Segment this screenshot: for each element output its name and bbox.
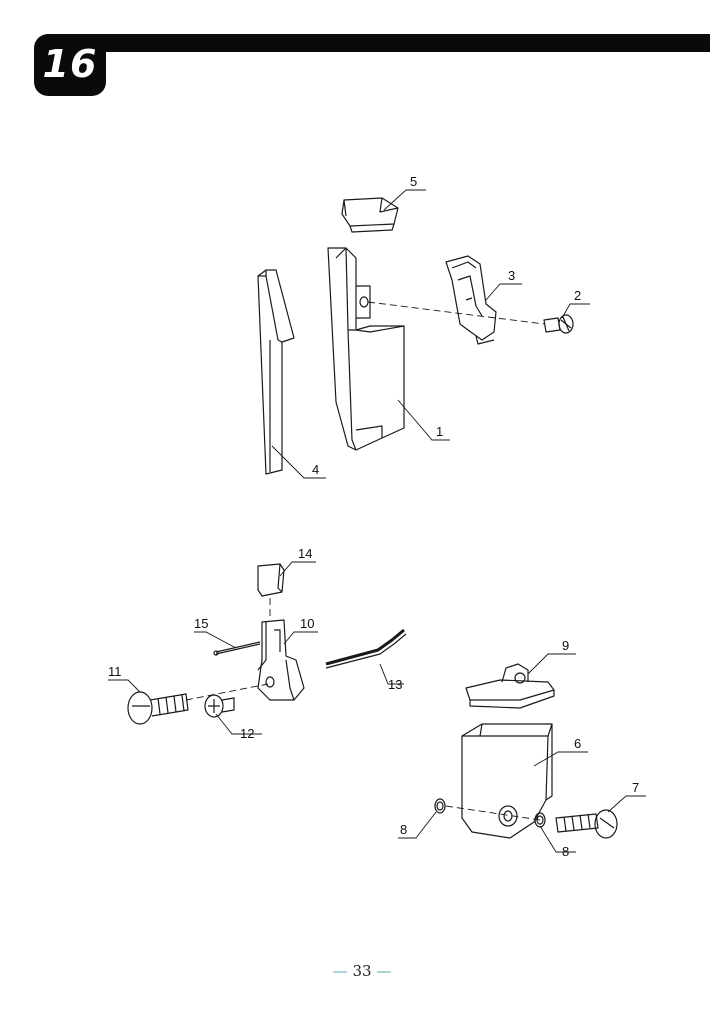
callout-12: 12	[240, 726, 254, 741]
callout-13: 13	[388, 677, 402, 692]
part-9	[465, 663, 555, 709]
part-13	[325, 628, 407, 669]
callout-8-left: 8	[400, 822, 407, 837]
callout-9: 9	[562, 638, 569, 653]
part-15	[213, 641, 261, 656]
part-8-left	[434, 798, 446, 814]
callout-3: 3	[508, 268, 515, 283]
page-number: 33	[352, 962, 372, 980]
footer-dash-right: —	[376, 962, 392, 980]
callout-8-right: 8	[562, 844, 569, 859]
callout-11: 11	[108, 664, 122, 679]
leader-lines	[108, 189, 646, 853]
part-10	[257, 619, 305, 701]
part-8-right	[534, 812, 546, 828]
part-2	[543, 314, 574, 334]
callout-1: 1	[436, 424, 443, 439]
footer-dash-left: —	[332, 962, 348, 980]
callout-2: 2	[574, 288, 581, 303]
part-6	[461, 723, 553, 839]
header-bar	[98, 34, 710, 52]
part-5	[341, 197, 399, 233]
part-12	[204, 694, 235, 718]
alignment-lines	[185, 301, 545, 821]
callout-5: 5	[410, 174, 417, 189]
part-1	[327, 247, 405, 451]
part-14	[257, 563, 285, 597]
callout-14: 14	[298, 546, 312, 561]
callout-7: 7	[632, 780, 639, 795]
page-footer: — 33 —	[0, 962, 724, 980]
chapter-number: 16	[42, 42, 98, 86]
callout-4: 4	[312, 462, 319, 477]
callout-10: 10	[300, 616, 314, 631]
part-4	[257, 269, 295, 475]
part-11	[127, 691, 189, 725]
callout-6: 6	[574, 736, 581, 751]
part-7	[555, 809, 618, 839]
part-3	[445, 255, 497, 345]
chapter-tab	[34, 34, 106, 96]
callout-15: 15	[194, 616, 208, 631]
